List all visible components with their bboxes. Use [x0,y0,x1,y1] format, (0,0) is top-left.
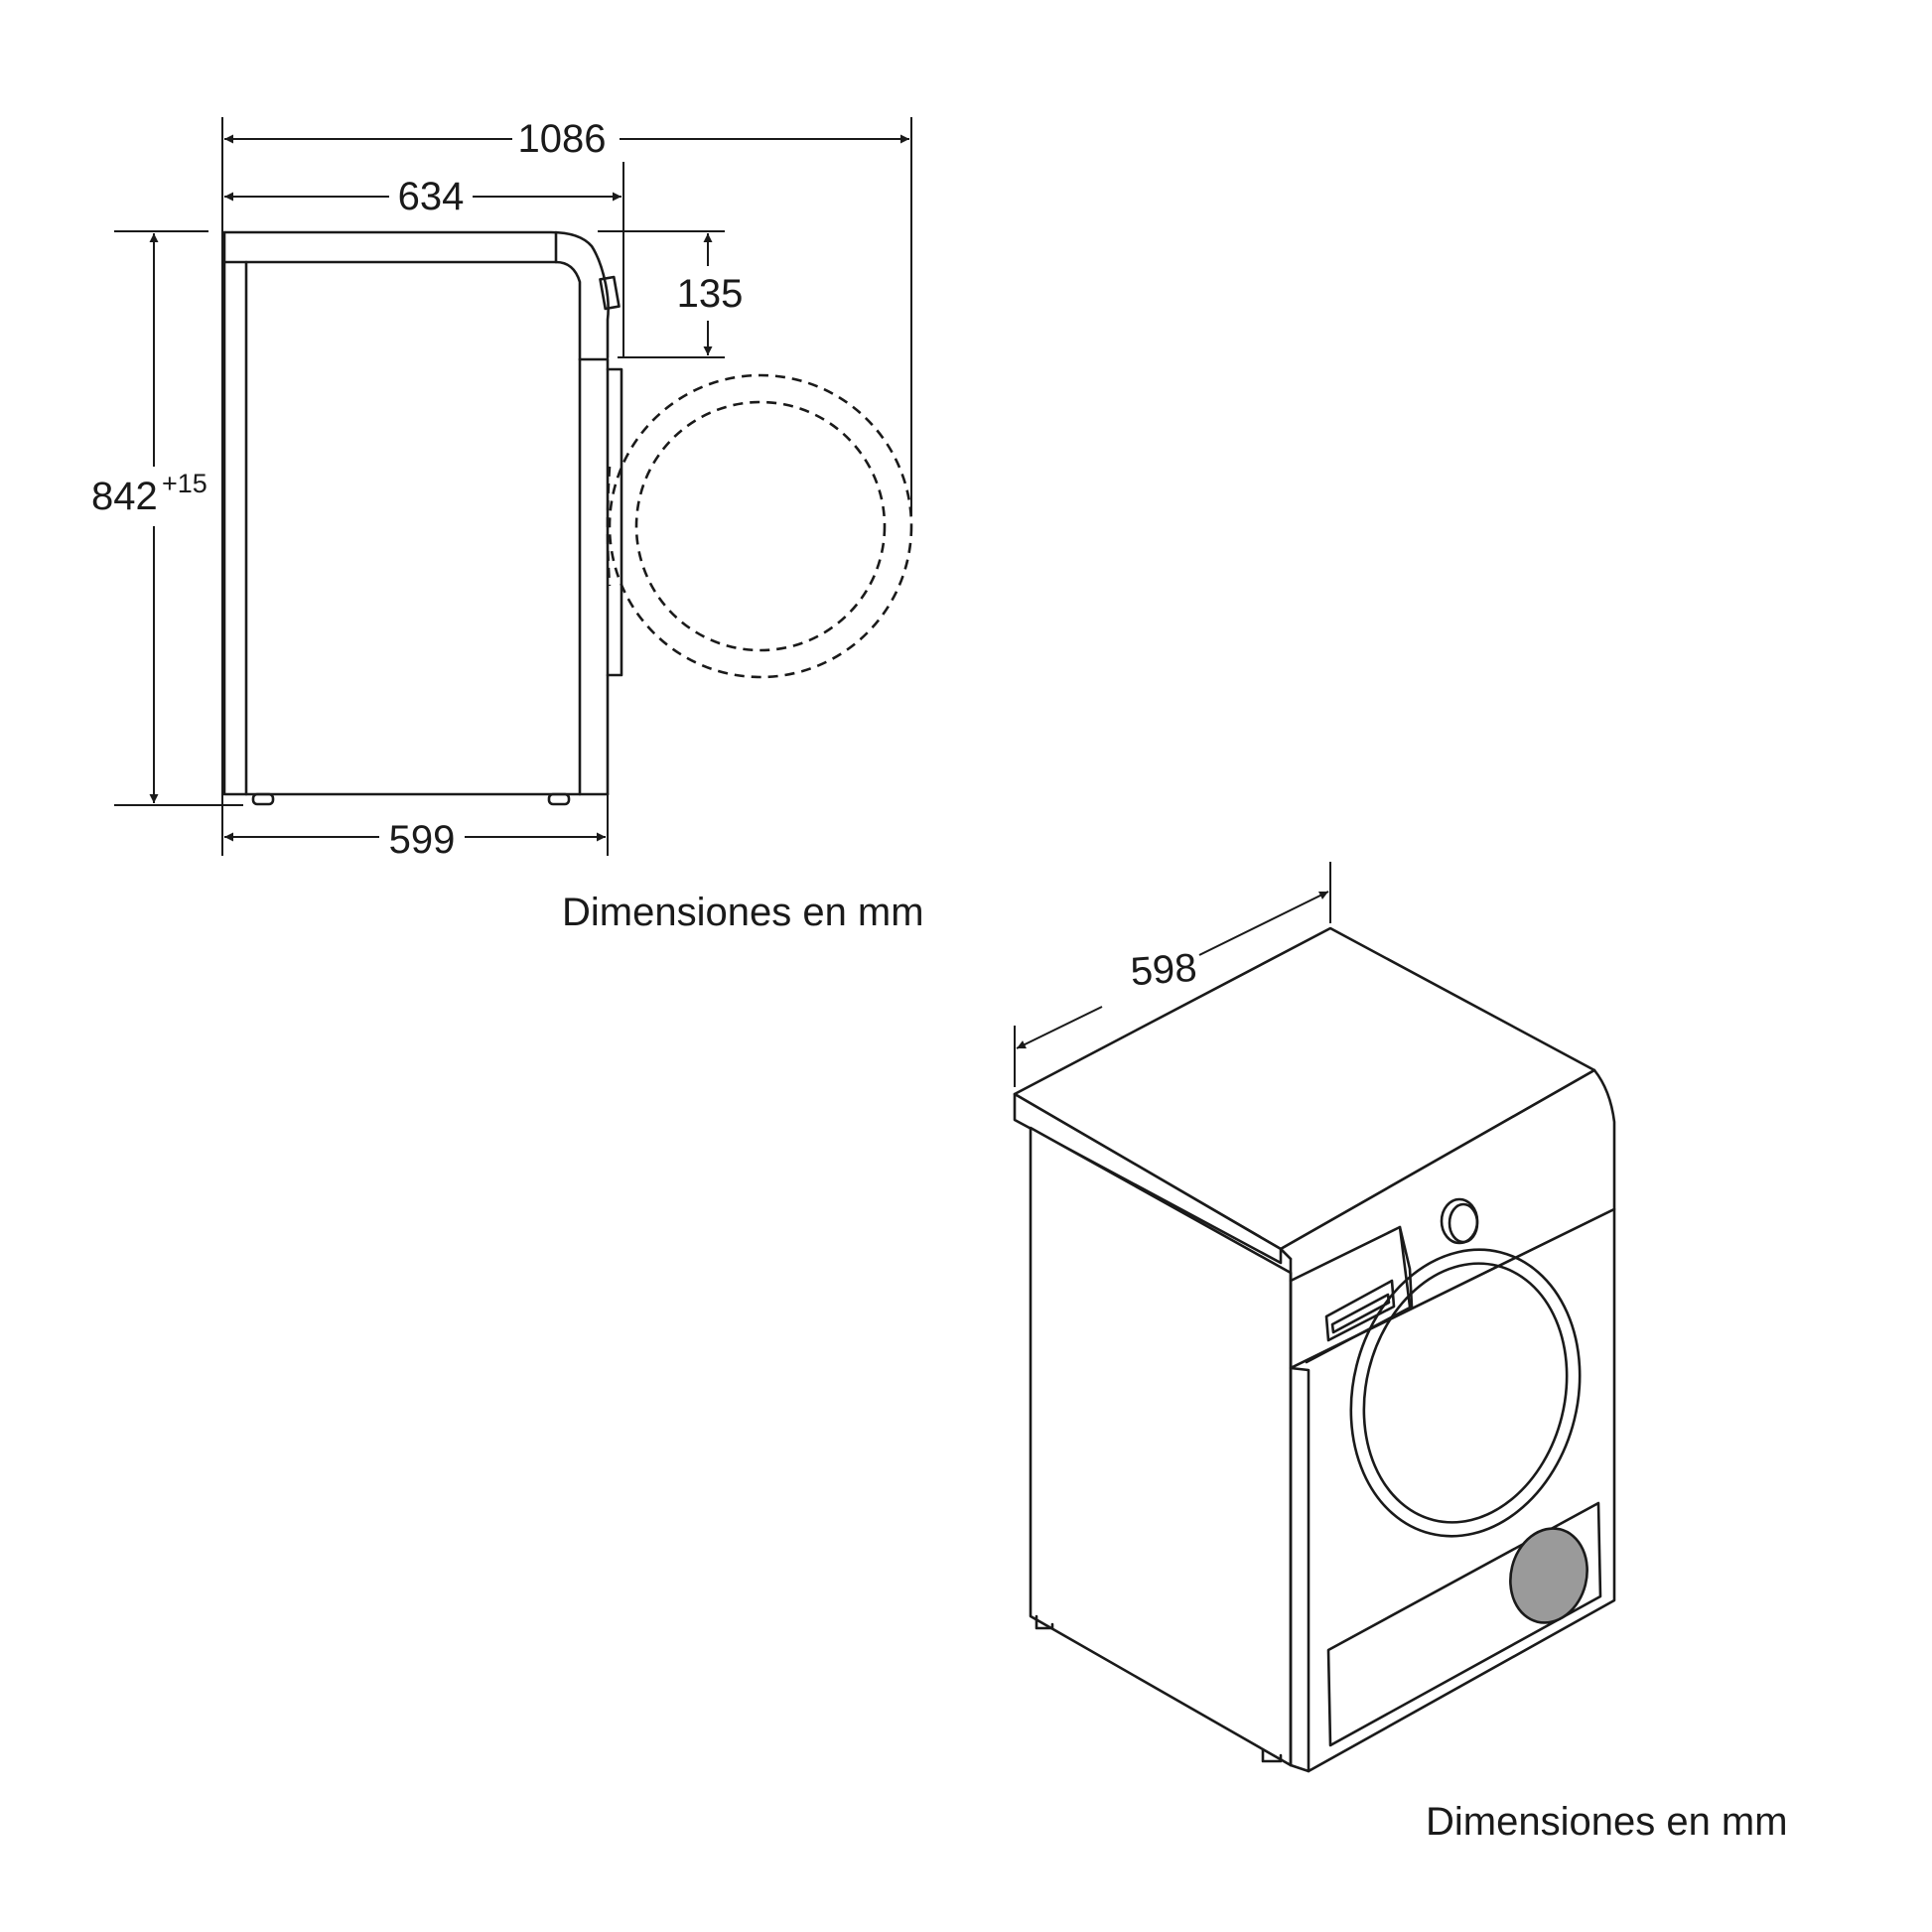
foot-back [547,792,571,806]
dim-label-panel-height: 135 [677,272,744,316]
iso-view: 598 Dimensiones en mm [1013,862,1788,1844]
dim-label-height: 842 [91,475,158,518]
door-inner [1362,1262,1569,1524]
iso-foot-left [1035,1614,1054,1630]
caption-iso-view: Dimensiones en mm [1426,1800,1788,1844]
condenser-flap [1326,1501,1602,1747]
iso-foot-front [1261,1747,1283,1763]
dim-label-total-depth: 1086 [518,117,607,161]
dryer-side-outline [222,230,623,806]
side-view: 1086 634 135 842 +15 599 Dimensiones en … [91,117,924,934]
dim-label-base-depth: 599 [389,818,456,862]
dimension-line-598 [1016,1006,1103,1049]
dryer-front-panel [1289,1207,1616,1773]
filter-disc [1509,1527,1588,1624]
door-swing-inner [634,400,887,652]
foot-front [251,792,275,806]
dim-label-width: 598 [1129,946,1198,995]
caption-side-view: Dimensiones en mm [562,891,924,934]
dim-label-depth: 634 [398,175,465,218]
dim-label-height-tolerance: +15 [162,469,207,498]
door-outer [1349,1248,1582,1538]
door-swing-outer [608,373,913,679]
display-window [1324,1279,1396,1342]
